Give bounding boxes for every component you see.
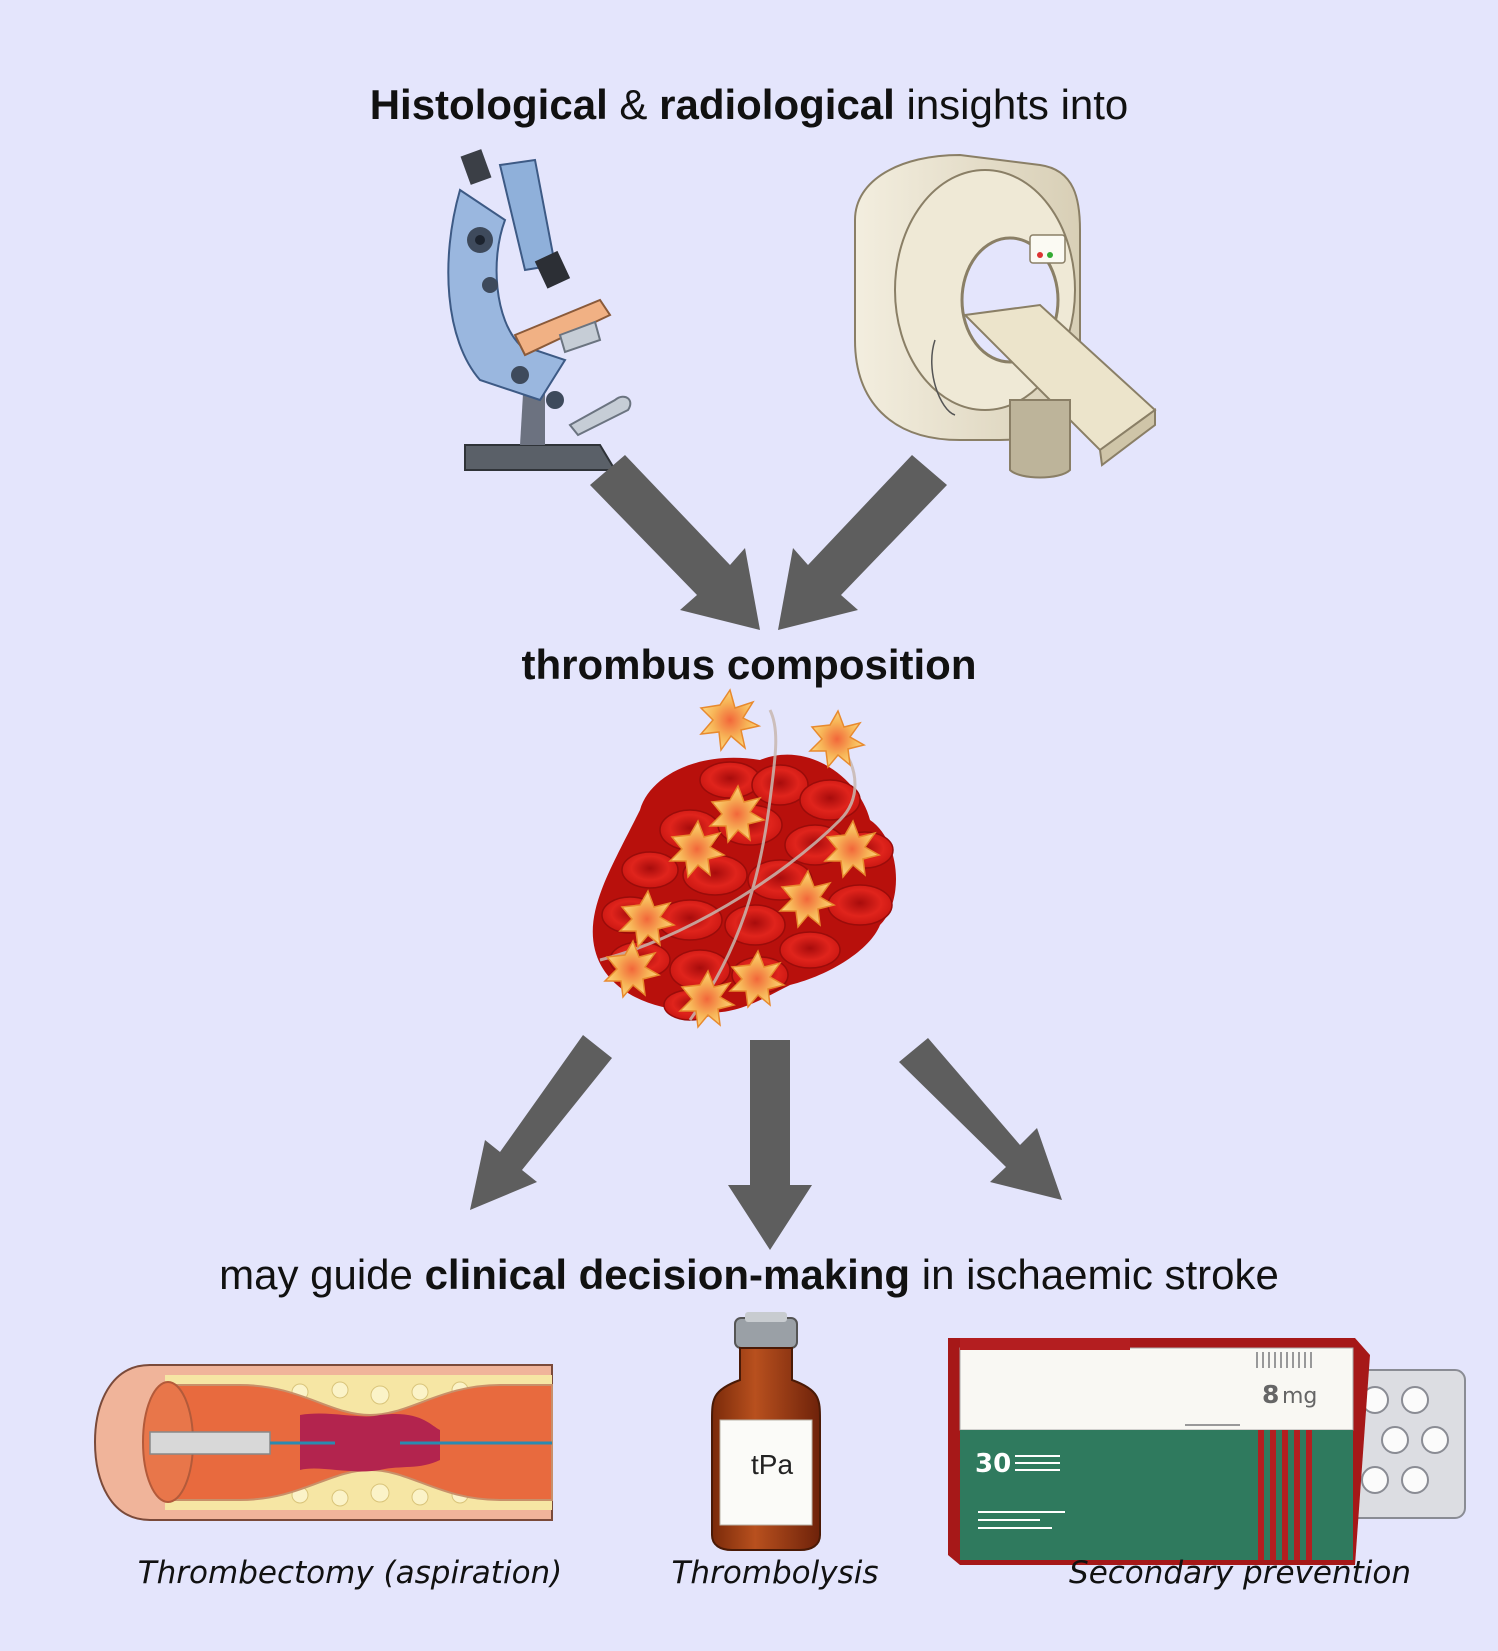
thrombus-icon	[592, 688, 897, 1029]
top-heading-bold-histological: Histological	[369, 81, 608, 128]
bottom-heading-bold: clinical decision-making	[424, 1251, 911, 1298]
caption-thrombectomy: Thrombectomy (aspiration)	[137, 1555, 563, 1591]
microscope-icon	[447, 149, 632, 471]
mri-scanner-icon	[854, 153, 1157, 479]
vial-label: tPa	[751, 1449, 793, 1480]
bottom-heading: may guide clinical decision-making in is…	[0, 1250, 1498, 1300]
top-heading-amp: &	[607, 81, 660, 128]
middle-heading: thrombus composition	[521, 641, 977, 688]
blood-vessel-icon	[93, 1364, 553, 1521]
bottom-heading-post: in ischaemic stroke	[910, 1251, 1279, 1298]
pill-box-icon	[948, 1338, 1466, 1565]
top-heading-bold-radiological: radiological	[659, 81, 895, 128]
arrow-microscope-to-thrombus	[590, 455, 760, 630]
arrow-thrombus-to-thrombolysis	[728, 1040, 812, 1250]
box-dose-unit: mg	[1282, 1384, 1317, 1409]
box-count: 30	[975, 1449, 1011, 1479]
top-heading-rest: insights into	[894, 81, 1129, 128]
arrow-mri-to-thrombus	[778, 455, 947, 630]
caption-secondary-prevention: Secondary prevention	[1069, 1555, 1411, 1591]
arrow-thrombus-to-thrombectomy	[470, 1035, 612, 1210]
arrow-thrombus-to-prevention	[899, 1038, 1062, 1200]
drug-vial-icon	[711, 1312, 821, 1551]
caption-thrombolysis: Thrombolysis	[671, 1555, 879, 1591]
box-dose: 8	[1262, 1380, 1279, 1409]
top-heading: Histological & radiological insights int…	[0, 80, 1498, 130]
bottom-heading-pre: may guide	[219, 1251, 425, 1298]
